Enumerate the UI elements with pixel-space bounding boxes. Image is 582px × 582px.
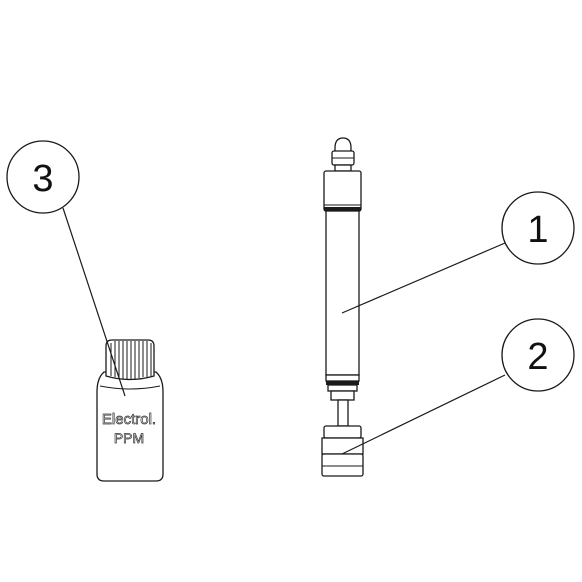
electrode-lower-band-3 [327,384,358,392]
bottle-cap-ridges [110,341,152,379]
callout-number-1: 1 [527,209,548,251]
leader-line-2 [341,374,506,455]
electrode-top-neck [334,164,352,172]
bottle-label-line2: PPM [114,430,144,446]
callout-number-3: 3 [32,158,53,200]
electrode-lower-band-2 [326,381,359,385]
electrode-assembly [323,137,362,401]
callout-1: 1 [501,191,575,265]
bottle: Electrol. PPM [96,339,164,482]
bottle-label-line1: Electrol. [102,411,156,428]
leader-line-1 [341,242,506,314]
callout-2: 2 [501,318,575,392]
electrode-tip [321,399,364,477]
electrode-bottom-cap [330,390,355,401]
electrode-lower-band-1 [325,374,360,382]
electrode-tip-body [321,437,364,455]
electrode-tip-base [321,453,364,477]
electrode-tip-stem [337,399,349,427]
electrode-top-cap [334,137,352,153]
callout-number-2: 2 [527,336,548,378]
leader-line-3 [62,207,126,397]
electrode-upper-band [324,207,361,211]
callout-3: 3 [6,140,80,214]
callout-circle-1 [501,191,575,265]
bottle-cap [105,339,155,381]
electrode-tip-top-ring [323,425,362,439]
electrode-tube [325,210,360,376]
bottle-shoulder [99,385,161,390]
callout-circle-2 [501,318,575,392]
callout-circle-3 [6,140,80,214]
bottle-body [96,371,164,482]
